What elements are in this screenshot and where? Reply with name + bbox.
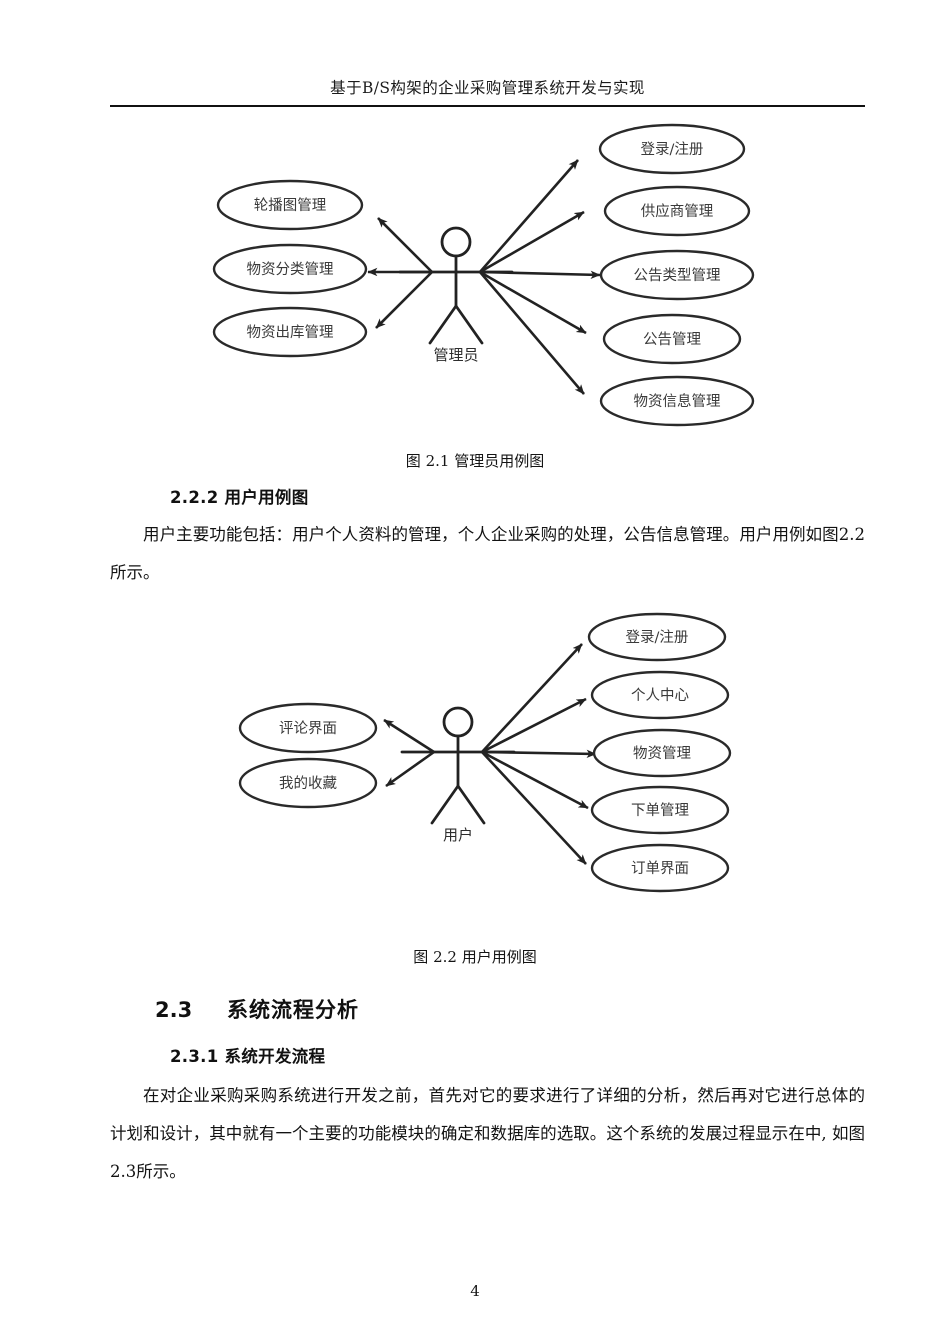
usecase-wuziguanli[interactable]: 物资管理 [592,728,732,778]
admin-left-usecases: 轮播图管理 物资分类管理 物资出库管理 [212,179,368,358]
usecase-label: 轮播图管理 [254,197,327,214]
connector-to-gonggaoguanli [479,270,587,335]
actor-head-icon [440,226,472,258]
actor-label-user: 用户 [443,826,473,844]
connector-to-pinglunjiemian [383,718,435,754]
usecase-label: 下单管理 [631,802,689,819]
usecase-label: 我的收藏 [279,775,337,792]
actor-head-icon [442,706,474,738]
usecase-label: 物资信息管理 [634,393,721,410]
usecase-label: 登录/注册 [626,629,689,646]
usecase-pinglunjiemian[interactable]: 评论界面 [238,702,378,754]
usecase-gonggaoleixingguanli[interactable]: 公告类型管理 [599,249,755,301]
usecase-wuzichukuguanli[interactable]: 物资出库管理 [212,306,368,358]
user-connectors [383,643,597,865]
usecase-label: 评论界面 [279,720,337,737]
usecase-label: 公告类型管理 [634,267,721,284]
usecase-ellipse [599,249,755,301]
admin-use-case-diagram: 管理员 轮播图管理 物资分类管理 物资出库管理 [0,118,950,436]
usecase-ellipse [587,612,727,662]
usecase-ellipse [590,843,730,893]
usecase-label: 个人中心 [631,687,689,704]
usecase-label: 登录/注册 [641,141,704,158]
paragraph-development-flow: 在对企业采购采购系统进行开发之前，首先对它的要求进行了详细的分析，然后再对它进行… [110,1086,865,1181]
heading-2-2-2: 2.2.2 用户用例图 [170,488,309,507]
user-right-usecases: 登录/注册 个人中心 物资管理 下单管理 订单界面 [587,612,732,893]
usecase-ellipse [599,375,755,427]
running-header: 基于B/S构架的企业采购管理系统开发与实现 [110,78,865,107]
connector-to-wuzichuku [375,271,433,329]
usecase-wuzifenleiguanli[interactable]: 物资分类管理 [212,243,368,295]
usecase-wuzixinxiguanli[interactable]: 物资信息管理 [599,375,755,427]
usecase-ellipse [212,306,368,358]
admin-right-usecases: 登录/注册 供应商管理 公告类型管理 公告管理 物资信息管理 [598,123,755,427]
actor-label-administrator: 管理员 [433,346,478,364]
actor-leg-right [456,784,486,825]
connector-to-lunbotu [377,217,433,273]
user-left-usecases: 评论界面 我的收藏 [238,702,378,809]
actor-leg-left [430,784,460,825]
user-use-case-diagram: 用户 评论界面 我的收藏 登录/注册 [0,596,950,908]
usecase-gongyingshangguanli[interactable]: 供应商管理 [603,185,751,237]
connector-to-wuzixinxi [479,271,585,395]
figure-caption-2-2: 图 2.2 用户用例图 [413,948,537,966]
page-number: 4 [470,1282,480,1300]
usecase-wodeshoucang[interactable]: 我的收藏 [238,757,378,809]
usecase-ellipse [216,179,364,231]
connector-to-gerenzhongxin [481,697,587,754]
usecase-gonggaoguanli[interactable]: 公告管理 [602,313,742,365]
header-title: 基于B/S构架的企业采购管理系统开发与实现 [330,79,645,97]
usecase-gerenzhongxin[interactable]: 个人中心 [590,670,730,720]
paragraph-user-usecase: 用户主要功能包括：用户个人资料的管理，个人企业采购的处理，公告信息管理。用户用例… [110,525,865,582]
heading-2-3: 2.3 系统流程分析 [155,994,359,1024]
heading-2-3-text: 系统流程分析 [227,998,359,1022]
connector-to-xiadanguanli [481,750,589,810]
usecase-xiadanguanli[interactable]: 下单管理 [590,785,730,835]
connector-to-denglu [481,643,583,753]
usecase-dingdanjiemian[interactable]: 订单界面 [590,843,730,893]
header-rule [110,104,865,107]
usecase-label: 物资出库管理 [247,324,334,341]
actor-administrator: 管理员 [398,226,514,364]
usecase-ellipse [590,785,730,835]
actor-user: 用户 [400,706,516,844]
admin-connectors [367,159,601,395]
usecase-denglu-zhuce[interactable]: 登录/注册 [598,123,746,175]
connector-to-denglu [479,159,579,273]
usecase-ellipse [238,757,378,809]
actor-leg-left [428,304,458,345]
usecase-ellipse [590,670,730,720]
connector-to-gongyingshang [479,210,585,274]
connector-to-dingdanjiemian [481,751,587,865]
usecase-ellipse [602,313,742,365]
heading-2-3-number: 2.3 [155,998,193,1022]
connector-to-wodeshoucang [385,750,435,788]
usecase-ellipse [238,702,378,754]
usecase-denglu-zhuce[interactable]: 登录/注册 [587,612,727,662]
actor-leg-right [454,304,484,345]
figure-caption-2-1: 图 2.1 管理员用例图 [405,452,545,470]
usecase-lunbotuguanli[interactable]: 轮播图管理 [216,179,364,231]
usecase-label: 物资管理 [633,745,691,762]
usecase-label: 物资分类管理 [247,261,334,278]
usecase-label: 订单界面 [631,860,689,877]
usecase-label: 供应商管理 [641,202,714,220]
usecase-ellipse [592,728,732,778]
usecase-label: 公告管理 [643,331,701,348]
usecase-ellipse [598,123,746,175]
heading-2-3-1: 2.3.1 系统开发流程 [170,1047,326,1066]
usecase-ellipse [603,185,751,237]
usecase-ellipse [212,243,368,295]
